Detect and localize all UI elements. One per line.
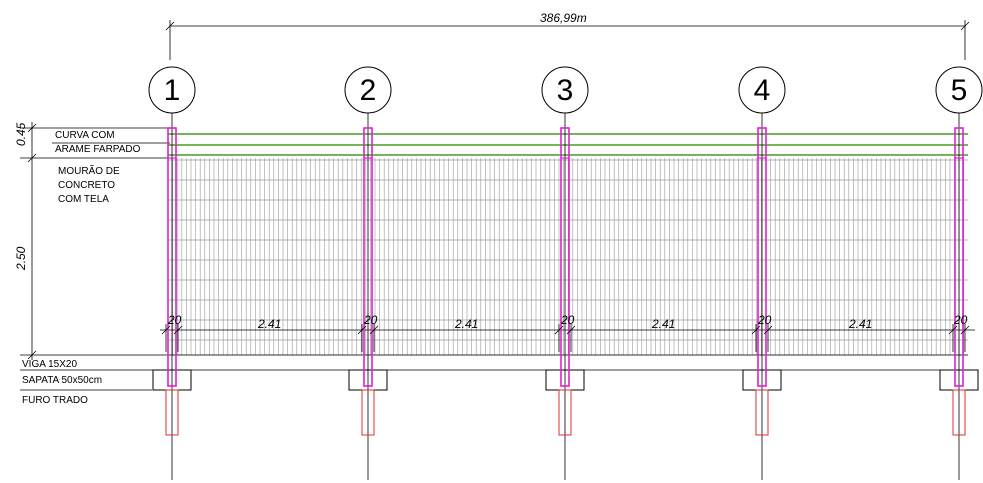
post-dimension-1: 20 [167, 313, 182, 327]
post-dim-slash-right [173, 325, 183, 335]
span-dimension-2: 2.41 [454, 317, 478, 331]
axis-label-5: 5 [951, 74, 968, 107]
overall-dimension-text: 386,99m [540, 11, 587, 25]
post-dim-slash-right [763, 325, 773, 335]
post-dim-slash-right [369, 325, 379, 335]
post-dim-slash-left [554, 325, 564, 335]
label-viga: VIGA 15X20 [22, 359, 77, 370]
post-dim-slash-left [161, 325, 171, 335]
post-dimension-4: 20 [757, 313, 772, 327]
label-mourao-line3: COM TELA [58, 194, 109, 205]
post-dim-slash-right [960, 325, 970, 335]
wire-mesh-panel [167, 158, 968, 356]
label-mourao-line1: MOURÃO DE [58, 164, 120, 177]
pile-furo-trado [165, 389, 179, 436]
post-dim-slash-left [948, 325, 958, 335]
span-dimension-1: 2.41 [257, 317, 281, 331]
vertical-dimension-top: 0.45 [14, 122, 28, 146]
pile-furo-trado [558, 389, 572, 436]
vertical-dimension-main: 2.50 [14, 246, 28, 271]
axis-label-2: 2 [360, 74, 377, 107]
post-dim-slash-right [566, 325, 576, 335]
concrete-post [560, 127, 570, 387]
label-sapata: SAPATA 50x50cm [22, 375, 102, 386]
concrete-post [757, 127, 767, 387]
post-dim-slash-left [751, 325, 761, 335]
axis-label-3: 3 [557, 74, 574, 107]
span-dimension-3: 2.41 [651, 317, 675, 331]
label-mourao-line2: CONCRETO [58, 180, 115, 191]
concrete-post [954, 127, 964, 387]
post-dimension-5: 20 [953, 313, 968, 327]
axis-label-4: 4 [754, 74, 771, 107]
posts-group [148, 66, 983, 480]
label-furo: FURO TRADO [22, 395, 88, 406]
pile-furo-trado [952, 389, 966, 436]
post-dimension-3: 20 [560, 313, 575, 327]
concrete-post [167, 127, 177, 387]
pile-furo-trado [755, 389, 769, 436]
pile-furo-trado [361, 389, 375, 436]
post-dim-slash-left [357, 325, 367, 335]
label-curva-line2: ARAME FARPADO [55, 144, 141, 155]
post-dimension-2: 20 [363, 313, 378, 327]
barbed-wire-group [168, 133, 968, 156]
axis-label-1: 1 [164, 74, 181, 107]
concrete-post [363, 127, 373, 387]
span-dimension-4: 2.41 [848, 317, 872, 331]
label-curva-line1: CURVA COM [55, 130, 115, 141]
overall-dimension [165, 20, 970, 60]
